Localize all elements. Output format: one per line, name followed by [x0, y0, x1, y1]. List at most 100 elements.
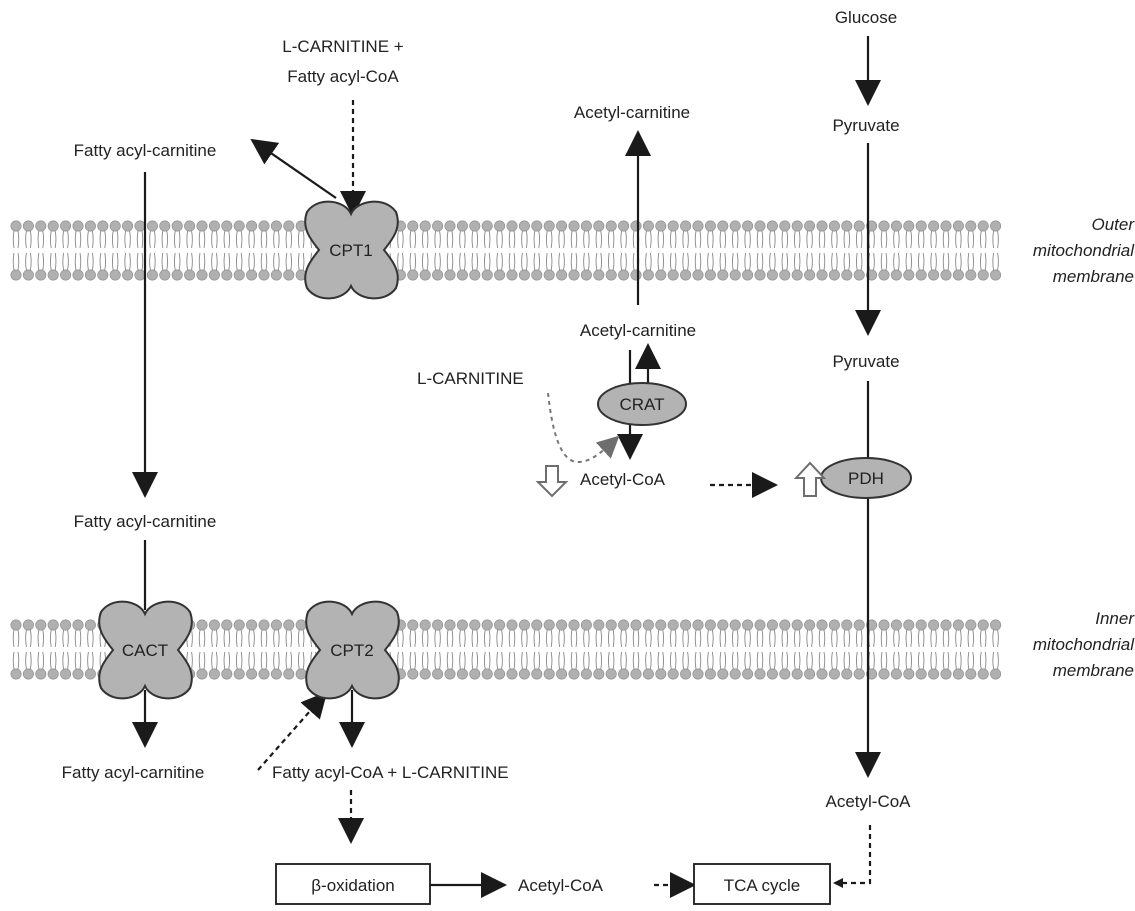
- lipid-head: [22, 619, 34, 631]
- lipid-head: [72, 619, 84, 631]
- lipid-tail: [136, 230, 144, 271]
- lipid-tail: [298, 629, 305, 670]
- lipid-tail: [794, 629, 801, 670]
- beta-oxidation-label: β-oxidation: [311, 876, 395, 895]
- lipid-head: [940, 619, 952, 631]
- lipid-tail: [918, 230, 925, 271]
- lipid-tail: [50, 629, 57, 670]
- lipid-head: [618, 668, 630, 680]
- lipid-tail: [223, 629, 230, 670]
- lipid-head: [928, 619, 940, 631]
- lipid-tail: [967, 230, 974, 271]
- lipid-tail: [87, 629, 94, 670]
- lipid-tail: [248, 629, 255, 670]
- lipid-head: [804, 668, 816, 680]
- lipid-head: [556, 668, 568, 680]
- lipid-tail: [99, 230, 106, 271]
- lipid-head: [432, 269, 444, 281]
- acetylcoa-to-tca-dashed-arrow: [833, 825, 872, 888]
- lipid-head: [134, 269, 146, 281]
- lipid-tail: [794, 230, 801, 271]
- lipid-head: [469, 269, 481, 281]
- lipid-head: [84, 269, 96, 281]
- lipid-head: [742, 220, 754, 232]
- lipid-tail: [657, 629, 664, 670]
- lipid-head: [568, 220, 580, 232]
- lipid-head: [109, 220, 121, 232]
- lipid-tail: [719, 629, 726, 670]
- acetylcoa-decrease-arrow-icon: [535, 465, 569, 498]
- lipid-head: [841, 269, 853, 281]
- outer-membrane-label-3: membrane: [1053, 267, 1134, 286]
- lipid-tail: [223, 230, 230, 271]
- lipid-head: [556, 220, 568, 232]
- lipid-tail: [843, 230, 850, 271]
- lipid-tail: [694, 629, 702, 670]
- lipid-head: [97, 220, 109, 232]
- lipid-tail: [533, 230, 540, 271]
- lipid-tail: [422, 629, 429, 670]
- lipid-tail: [508, 629, 516, 670]
- lipid-head: [965, 220, 977, 232]
- lipid-head: [853, 269, 865, 281]
- cpt2-transporter: CPT2: [305, 600, 400, 700]
- lipid-head: [630, 269, 642, 281]
- pdh-label: PDH: [848, 469, 884, 488]
- lipid-head: [990, 668, 1002, 680]
- lipid-head: [543, 619, 555, 631]
- lipid-tail: [781, 230, 788, 271]
- lipid-head: [543, 668, 555, 680]
- lipid-tail: [781, 629, 788, 670]
- lipid-tail: [37, 629, 44, 670]
- lipid-head: [233, 668, 245, 680]
- lipid-tail: [546, 230, 553, 271]
- lipid-head: [221, 619, 233, 631]
- lipid-head: [965, 619, 977, 631]
- lipid-tail: [769, 629, 776, 670]
- lipid-head: [977, 220, 989, 232]
- lipid-tail: [25, 629, 32, 670]
- lipid-head: [928, 269, 940, 281]
- lipid-tail: [918, 629, 925, 670]
- acetyl-carnitine-top-label: Acetyl-carnitine: [574, 103, 690, 122]
- lipid-tail: [521, 629, 528, 670]
- lipid-head: [816, 269, 828, 281]
- glucose-label: Glucose: [835, 8, 897, 27]
- lipid-tail: [236, 629, 243, 670]
- lipid-head: [692, 269, 704, 281]
- lipid-head: [890, 269, 902, 281]
- lipid-head: [84, 619, 96, 631]
- lipid-tail: [174, 230, 181, 271]
- acetyl-coa-right-label: Acetyl-CoA: [825, 792, 911, 811]
- lipid-head: [531, 269, 543, 281]
- lipid-head: [258, 668, 270, 680]
- lipid-head: [729, 269, 741, 281]
- lipid-head: [233, 220, 245, 232]
- lipid-head: [258, 220, 270, 232]
- lipid-head: [35, 269, 47, 281]
- lipid-head: [109, 269, 121, 281]
- lipid-head: [432, 220, 444, 232]
- lcarnitine-mid-label: L-CARNITINE: [417, 369, 524, 388]
- lipid-head: [630, 619, 642, 631]
- lipid-head: [605, 619, 617, 631]
- lipid-head: [766, 220, 778, 232]
- lipid-head: [766, 269, 778, 281]
- lipid-head: [593, 269, 605, 281]
- lipid-tail: [471, 230, 478, 271]
- lipid-head: [84, 220, 96, 232]
- lipid-head: [680, 619, 692, 631]
- outer-membrane-label-1: Outer: [1091, 215, 1135, 234]
- lipid-head: [407, 619, 419, 631]
- lipid-head: [965, 269, 977, 281]
- lipid-tail: [769, 230, 776, 271]
- lipid-head: [171, 220, 183, 232]
- lipid-tail: [608, 230, 615, 271]
- lipid-tail: [409, 629, 416, 670]
- lipid-head: [47, 619, 59, 631]
- lipid-tail: [818, 629, 826, 670]
- lipid-head: [518, 668, 530, 680]
- lipid-tail: [880, 629, 888, 670]
- lipid-tail: [831, 230, 838, 271]
- cpt1-transporter: CPT1: [304, 200, 399, 300]
